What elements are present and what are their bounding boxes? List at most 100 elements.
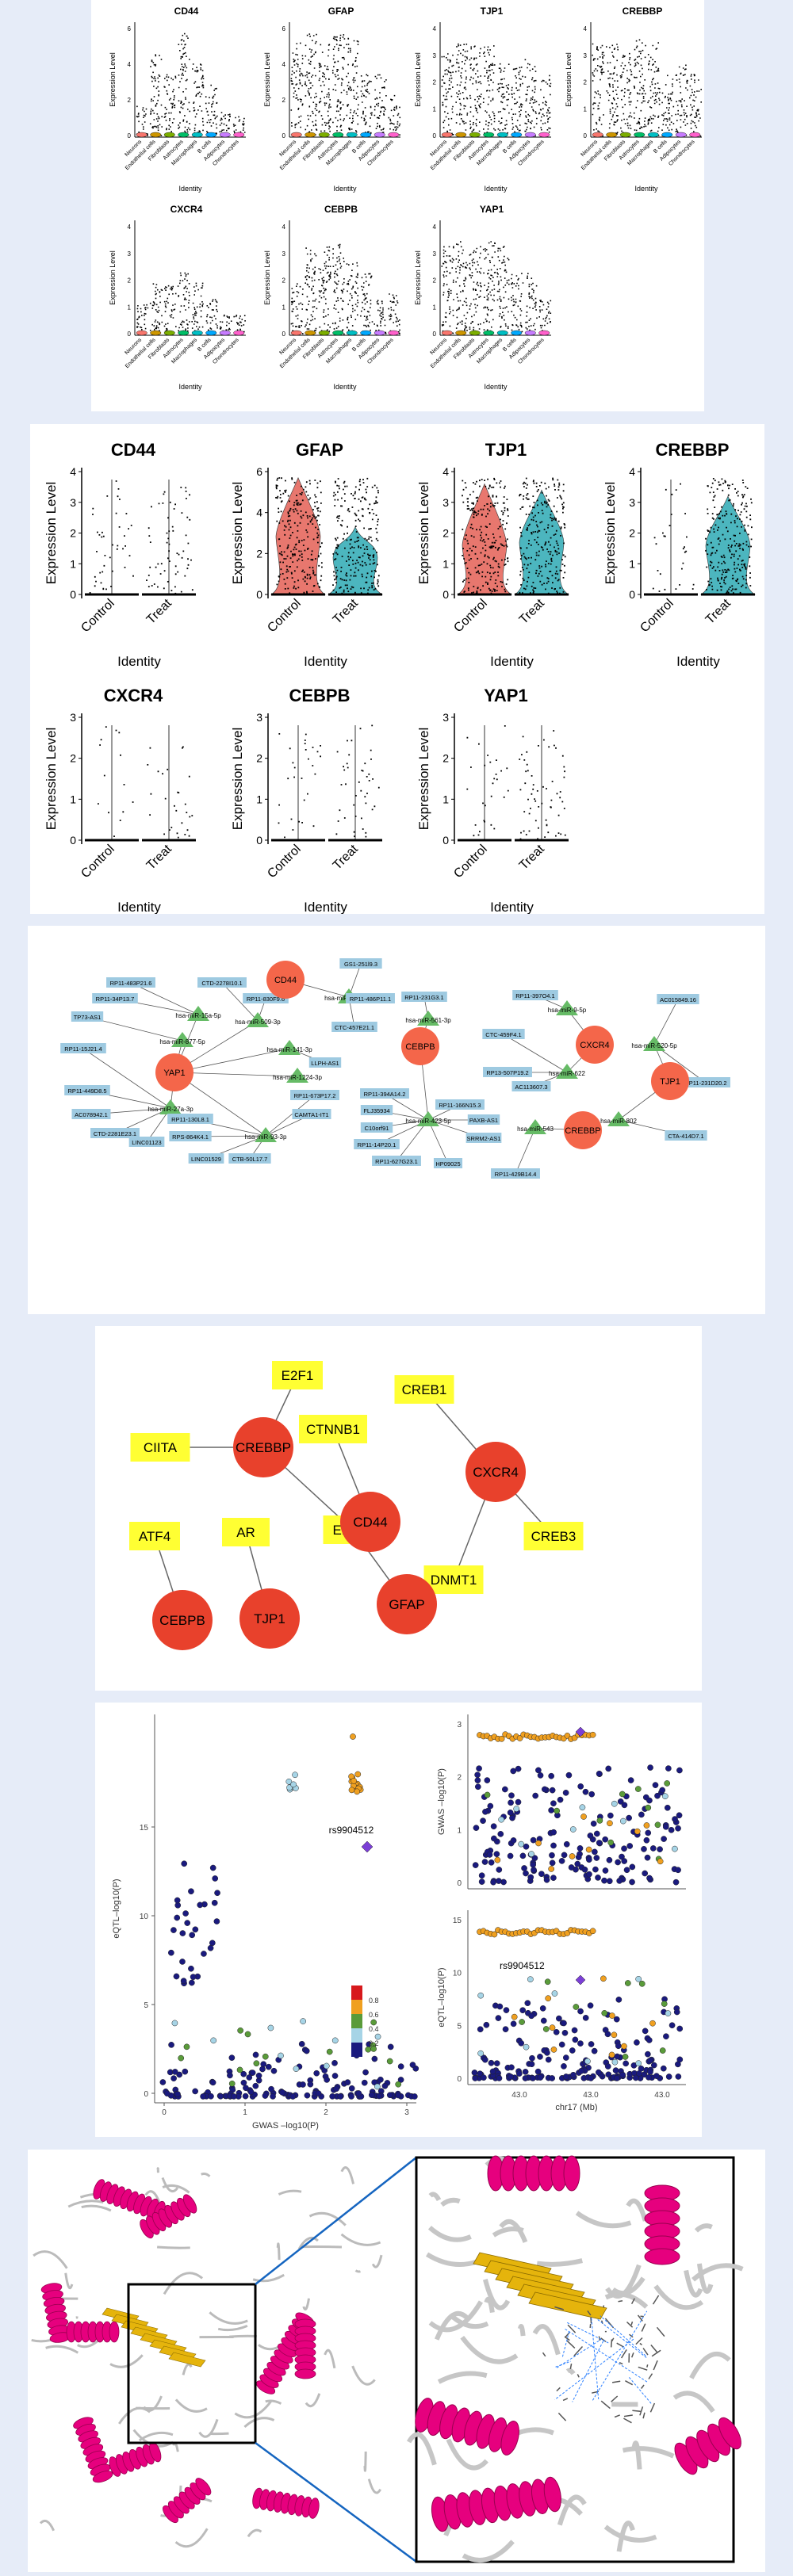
gwas-locus-ld-point bbox=[576, 1855, 581, 1860]
y-tick-label: 4 bbox=[629, 465, 635, 478]
tf-label: CREB3 bbox=[531, 1529, 577, 1544]
left-ld-point bbox=[188, 1889, 193, 1894]
eqtl-locus-ld-point bbox=[529, 2062, 534, 2067]
left-ld-point bbox=[262, 2054, 268, 2059]
violin-baseline bbox=[142, 839, 196, 842]
protein-coil bbox=[110, 2355, 143, 2367]
protein-coil bbox=[278, 2191, 301, 2194]
violin-base bbox=[388, 132, 399, 137]
plot-title: CREBBP bbox=[623, 6, 663, 17]
mirna-label: hsa-miR-15a-5p bbox=[175, 1012, 221, 1019]
left-ld-point bbox=[254, 2061, 259, 2066]
y-tick-label: 2 bbox=[433, 79, 437, 86]
x-tick-label: 1 bbox=[243, 2108, 247, 2117]
y-tick-label: 0 bbox=[128, 331, 132, 338]
gwas-locus-ld-point bbox=[508, 1853, 513, 1859]
gwas-locus-ld-point bbox=[523, 1871, 528, 1876]
violin-points bbox=[469, 46, 482, 135]
violin-baseline bbox=[515, 839, 569, 842]
edge-lnc-mirna bbox=[428, 1120, 448, 1164]
tf-label: CREB1 bbox=[402, 1382, 447, 1397]
eqtl-locus-ld-point bbox=[529, 2055, 534, 2061]
ld-legend-label: 0.8 bbox=[369, 1997, 379, 2005]
violin-points bbox=[442, 53, 454, 136]
gwas-locus-ld-point bbox=[635, 1786, 641, 1791]
violin-base bbox=[455, 132, 466, 137]
gwas-locus-ld-point bbox=[531, 1837, 536, 1843]
violin-baseline bbox=[271, 839, 325, 842]
y-tick-label: 6 bbox=[282, 25, 286, 32]
protein-coil bbox=[278, 2244, 279, 2260]
gwas-locus-ld-point bbox=[482, 1859, 488, 1864]
plot-title: CXCR4 bbox=[104, 686, 163, 705]
y-tick-label: 4 bbox=[128, 224, 132, 231]
mirna-label: hsa-miR-561-3p bbox=[405, 1017, 451, 1024]
left-ld-point bbox=[382, 2083, 388, 2089]
eqtl-locus-ld-point bbox=[496, 2075, 502, 2081]
mirna-label: hsa-miR-520-5p bbox=[631, 1042, 677, 1049]
protein-coil bbox=[309, 2213, 345, 2225]
y-axis-label: Expression Level bbox=[416, 482, 431, 584]
left-ld-point bbox=[301, 2018, 306, 2024]
left-ld-point bbox=[362, 2080, 367, 2085]
gwas-locus-ld-point bbox=[508, 1793, 514, 1798]
eqtl-locus-ld-point bbox=[646, 2074, 651, 2080]
gwas-locus-ld-point bbox=[499, 1817, 504, 1822]
gwas-locus-ld-point bbox=[495, 1857, 500, 1863]
gene-label: CD44 bbox=[353, 1515, 387, 1530]
x-axis-label: Identity bbox=[117, 654, 161, 669]
gene-label: CXCR4 bbox=[580, 1041, 609, 1050]
lncrna-label: FLJ35934 bbox=[363, 1107, 389, 1114]
protein-helix bbox=[67, 2322, 119, 2342]
left-ld-point bbox=[314, 2070, 320, 2076]
violin-base bbox=[497, 132, 508, 137]
gwas-locus-ld-point bbox=[673, 1879, 679, 1885]
violin-base bbox=[360, 331, 371, 335]
eqtl-locus-ld-point bbox=[490, 2069, 496, 2074]
eqtl-locus-ld-point bbox=[609, 2052, 615, 2058]
gwas-locus-ld-point bbox=[557, 1797, 563, 1802]
y-tick-label: 4 bbox=[282, 224, 286, 231]
y-tick-label: 3 bbox=[629, 496, 635, 509]
violin-base bbox=[388, 331, 399, 335]
gwas-locus-ld-point bbox=[676, 1768, 682, 1773]
violin-baseline bbox=[458, 594, 511, 596]
violin-base bbox=[136, 331, 147, 335]
protein-coil bbox=[174, 2444, 178, 2452]
gwas-locus-ld-point bbox=[624, 1867, 630, 1873]
x-tick-label: 43.0 bbox=[654, 2091, 670, 2100]
left-ld-point bbox=[172, 2020, 178, 2026]
violin-baseline bbox=[271, 594, 325, 596]
eqtl-locus-ld-point bbox=[527, 1977, 533, 1982]
eqtl-locus-ld-point bbox=[588, 2003, 593, 2008]
eqtl-locus-ld-point bbox=[573, 2037, 578, 2043]
violin-points bbox=[455, 44, 468, 131]
mirna-label: hsa-miR-423-5p bbox=[405, 1118, 451, 1125]
violin-points bbox=[388, 293, 400, 334]
protein-helix bbox=[295, 2319, 316, 2379]
eqtl-locus-ld-point bbox=[537, 2054, 542, 2059]
gwas-locus-ld-point bbox=[509, 1815, 515, 1821]
gwas-locus-ld-point bbox=[607, 1857, 612, 1863]
violin-base bbox=[676, 132, 687, 137]
left-ld-point bbox=[292, 1772, 297, 1778]
gwas-locus-ld-point bbox=[657, 1859, 663, 1864]
left-ld-point bbox=[256, 2073, 262, 2078]
violin-base bbox=[192, 331, 203, 335]
ld-legend-swatch bbox=[351, 1986, 362, 2000]
violin-base bbox=[205, 132, 216, 137]
eqtl-locus-ld-point bbox=[516, 2071, 522, 2077]
violin-points bbox=[346, 38, 359, 137]
violin-points bbox=[653, 483, 695, 592]
eqtl-locus-ld-point bbox=[584, 2058, 590, 2064]
eqtl-locus-ld-point bbox=[665, 2011, 671, 2016]
panel-f-protein-docking bbox=[28, 2150, 765, 2572]
lncrna-label: GS1-251l9.3 bbox=[344, 961, 377, 968]
violin-base bbox=[233, 132, 244, 137]
left-ld-point bbox=[208, 1945, 213, 1951]
protein-coil bbox=[157, 2247, 190, 2248]
left-ld-point bbox=[248, 2089, 254, 2095]
gene-label: CXCR4 bbox=[473, 1465, 519, 1480]
